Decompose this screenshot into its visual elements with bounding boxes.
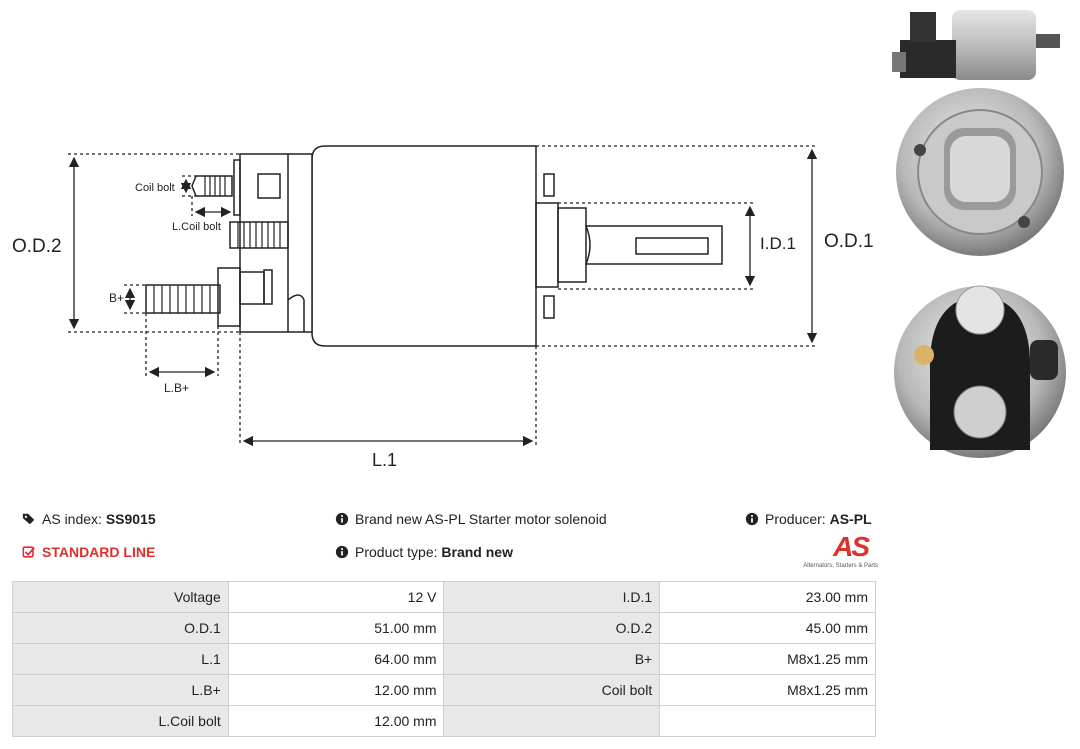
spec-label: L.Coil bolt — [12, 705, 229, 737]
product-type-label: Product type: — [355, 544, 438, 560]
logo-tagline: Alternators, Starters & Parts — [803, 563, 878, 569]
solenoid-side-photo — [892, 10, 1060, 80]
spec-value: 12.00 mm — [227, 674, 445, 706]
product-type-value: Brand new — [441, 544, 513, 560]
spec-label: L.1 — [12, 643, 229, 675]
producer-label: Producer: — [765, 511, 826, 527]
info-circle-icon — [335, 545, 349, 559]
spec-label: Coil bolt — [443, 674, 661, 706]
standard-line-badge: STANDARD LINE — [22, 544, 155, 560]
product-photos — [892, 10, 1066, 458]
spec-value: M8x1.25 mm — [659, 674, 876, 706]
spec-label: O.D.1 — [12, 612, 229, 644]
solenoid-back-photo — [894, 285, 1066, 458]
label-l-b-plus: L.B+ — [164, 381, 189, 395]
as-pl-logo: AS Alternators, Starters & Parts — [790, 533, 880, 571]
label-b-plus: B+ — [109, 291, 124, 305]
tags-icon — [22, 513, 35, 525]
info-circle-icon — [745, 512, 759, 526]
check-square-icon — [22, 546, 35, 558]
spec-value — [659, 705, 876, 737]
spec-value: 23.00 mm — [659, 581, 876, 613]
spec-value: 12 V — [227, 581, 445, 613]
spec-value: 51.00 mm — [227, 612, 445, 644]
spec-label: L.B+ — [12, 674, 229, 706]
spec-label — [443, 705, 661, 737]
spec-value: 45.00 mm — [659, 612, 876, 644]
as-index-value: SS9015 — [105, 511, 156, 527]
technical-drawing: Coil bolt L.Coil bolt B+ L.B+ O.D.2 O.D.… — [12, 145, 874, 470]
description-text: Brand new AS-PL Starter motor solenoid — [355, 511, 607, 527]
standard-line-label: STANDARD LINE — [42, 544, 156, 560]
spec-label: O.D.2 — [443, 612, 661, 644]
logo-mark: AS — [833, 531, 870, 562]
label-id1: I.D.1 — [760, 234, 796, 253]
label-l-coil-bolt: L.Coil bolt — [172, 221, 221, 233]
spec-label: Voltage — [12, 581, 229, 613]
product-description: Brand new AS-PL Starter motor solenoid — [335, 511, 607, 527]
producer-value: AS-PL — [829, 511, 872, 527]
info-circle-icon — [335, 512, 349, 526]
label-od2: O.D.2 — [12, 236, 62, 257]
spec-label: I.D.1 — [443, 581, 661, 613]
solenoid-front-photo — [896, 88, 1064, 256]
product-type: Product type: Brand new — [335, 544, 513, 560]
producer: Producer: AS-PL — [745, 511, 872, 527]
label-coil-bolt: Coil bolt — [135, 182, 175, 194]
label-od1: O.D.1 — [824, 231, 874, 252]
as-index: AS index: SS9015 — [22, 511, 156, 527]
label-l1: L.1 — [372, 450, 397, 470]
as-index-label: AS index: — [42, 511, 102, 527]
spec-label: B+ — [443, 643, 661, 675]
spec-value: 64.00 mm — [227, 643, 445, 675]
spec-value: M8x1.25 mm — [659, 643, 876, 675]
spec-value: 12.00 mm — [227, 705, 445, 737]
